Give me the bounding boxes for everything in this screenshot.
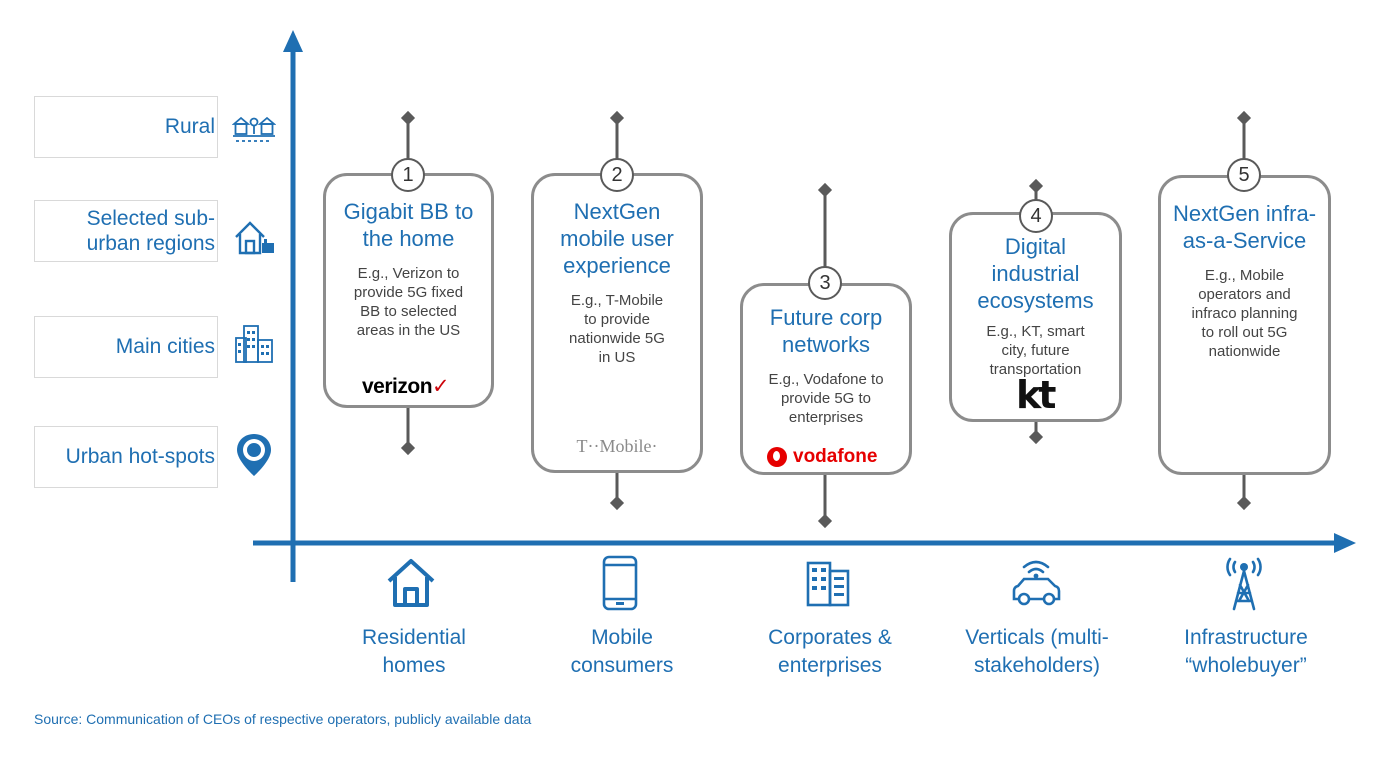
use-case-card-4: Digital industrial ecosystems E.g., KT, … <box>949 212 1122 422</box>
use-case-card-3: Future corp networks E.g., Vodafone to p… <box>740 283 912 475</box>
card-example: E.g., KT, smart city, future transportat… <box>986 323 1085 378</box>
row-label-urban-hotspots: Urban hot-spots <box>34 426 218 488</box>
card-4-bottom-cap <box>1028 429 1044 445</box>
card-5-bottom-cap <box>1236 495 1252 511</box>
rural-village-icon <box>232 116 276 142</box>
card-example: E.g., Vodafone to provide 5G to enterpri… <box>768 371 884 426</box>
antenna-tower-icon <box>1226 557 1262 611</box>
row-label-rural: Rural <box>34 96 218 158</box>
card-example: E.g., T-Mobile to provide nationwide 5G … <box>569 292 665 366</box>
smartphone-icon <box>602 555 638 611</box>
card-4-top-cap <box>1028 178 1044 194</box>
card-number-badge-3: 3 <box>808 266 842 300</box>
vodafone-logo: vodafone <box>767 446 877 468</box>
category-label-corporates: Corporates & enterprises <box>768 626 892 677</box>
card-number-badge-1: 1 <box>391 158 425 192</box>
card-1-top-cap <box>400 110 416 126</box>
card-title: Gigabit BB to the home <box>343 199 474 251</box>
card-number-badge-2: 2 <box>600 158 634 192</box>
card-title: NextGen mobile user experience <box>560 199 674 278</box>
verizon-logo: verizon✓ <box>362 375 450 398</box>
kt-logo: kt <box>1016 373 1056 417</box>
connected-car-icon <box>1012 560 1061 606</box>
use-case-card-2: NextGen mobile user experience E.g., T-M… <box>531 173 703 473</box>
source-note: Source: Communication of CEOs of respect… <box>34 711 532 727</box>
vodafone-mark-icon <box>767 447 787 467</box>
tmobile-logo: T··Mobile· <box>576 436 658 456</box>
suburban-house-icon <box>235 221 274 255</box>
card-title: Digital industrial ecosystems <box>977 234 1094 313</box>
row-label-suburban: Selected sub- urban regions <box>34 200 218 262</box>
category-label-infrastructure: Infrastructure “wholebuyer” <box>1184 626 1308 677</box>
category-label-mobile: Mobile consumers <box>570 626 674 677</box>
house-icon <box>387 559 435 607</box>
y-axis-arrowhead <box>283 30 303 52</box>
use-case-card-5: NextGen infra- as-a-Service E.g., Mobile… <box>1158 175 1331 475</box>
card-example: E.g., Mobile operators and infraco plann… <box>1191 267 1298 360</box>
card-3-top-cap <box>817 182 833 198</box>
card-number-badge-4: 4 <box>1019 199 1053 233</box>
card-5-top-cap <box>1236 110 1252 126</box>
card-title: Future corp networks <box>769 305 883 357</box>
card-2-top-cap <box>609 110 625 126</box>
category-label-verticals: Verticals (multi- stakeholders) <box>965 626 1109 677</box>
use-case-card-1: Gigabit BB to the home E.g., Verizon to … <box>323 173 494 408</box>
card-example: E.g., Verizon to provide 5G fixed BB to … <box>353 265 464 339</box>
row-label-main-cities: Main cities <box>34 316 218 378</box>
city-buildings-icon <box>235 325 273 363</box>
map-pin-icon <box>237 434 271 476</box>
category-label-residential: Residential homes <box>362 626 466 677</box>
card-1-bottom-cap <box>400 440 416 456</box>
x-axis-arrowhead <box>1334 533 1356 553</box>
office-building-icon <box>806 561 850 607</box>
card-3-bottom-cap <box>817 513 833 529</box>
card-number-badge-5: 5 <box>1227 158 1261 192</box>
card-2-bottom-cap <box>609 495 625 511</box>
card-title: NextGen infra- as-a-Service <box>1172 201 1317 253</box>
